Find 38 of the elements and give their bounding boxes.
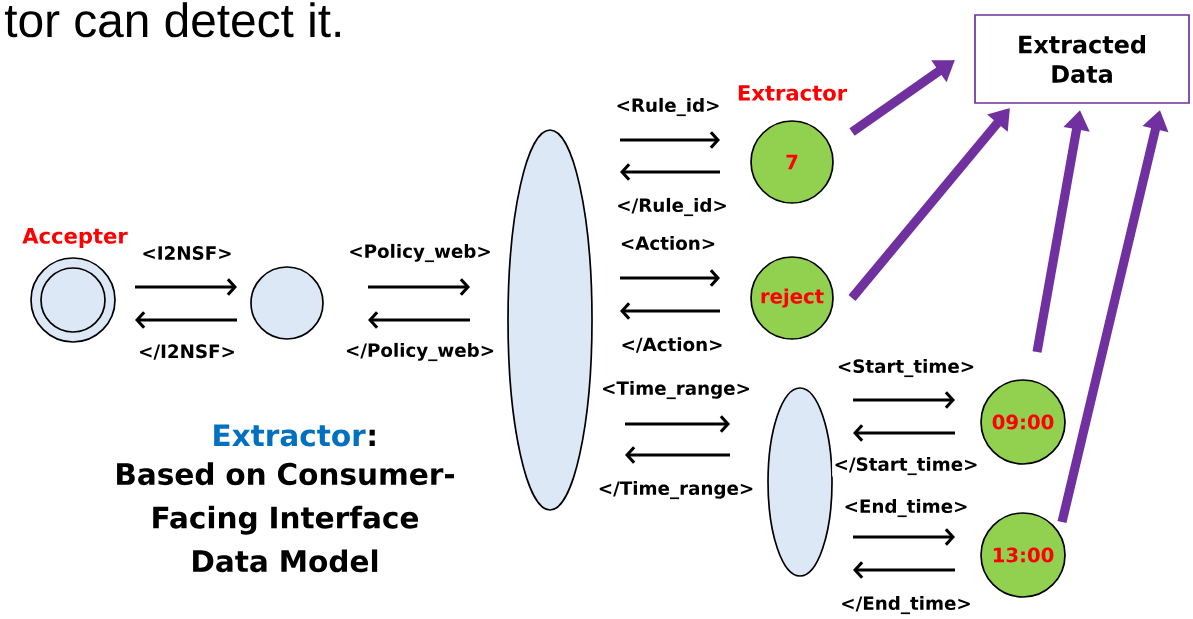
state-label: Extractor [738,85,848,101]
edge-label: </Start_time> [835,456,977,476]
edge-label: <End_time> [845,498,967,518]
output-box: Extracted Data [974,14,1190,104]
edge-label: </Time_range> [599,480,753,500]
edge-label: <Action> [621,235,715,251]
edge-label: <Start_time> [838,358,974,378]
arrow [853,528,955,546]
arrow [368,278,470,296]
arrow [625,415,730,433]
arrow [620,163,720,181]
edge-label: </End_time> [842,595,970,615]
edge-label: </Rule_id> [618,197,726,217]
arrow [853,561,955,579]
caption-text: Based on Consumer-Facing Interface Data Model [117,462,454,573]
edge-label: </Policy_web> [346,342,494,362]
arrow [135,311,237,329]
state-ellipse [507,129,593,511]
caption-keyword: Extractor [214,424,366,447]
edge-label: <Rule_id> [617,97,719,117]
state-circle [250,266,324,340]
arrow [368,311,470,329]
arrow [135,278,237,296]
arrow [625,446,730,464]
caption-colon: : [369,429,375,446]
edge-label: <Policy_web> [350,243,490,263]
arrow [620,131,720,149]
state-label: Accepter [22,228,128,248]
edge-label: </Action> [622,337,722,353]
state-ellipse [767,387,833,577]
edge-label: <Time_range> [603,380,749,400]
edge-label: <I2NSF> [143,246,231,260]
arrow [620,269,720,287]
edge-label: </I2NSF> [140,344,234,360]
arrow [620,302,720,320]
arrow [853,391,955,409]
heading-text: tor can detect it. [5,2,340,38]
arrow [853,424,955,442]
